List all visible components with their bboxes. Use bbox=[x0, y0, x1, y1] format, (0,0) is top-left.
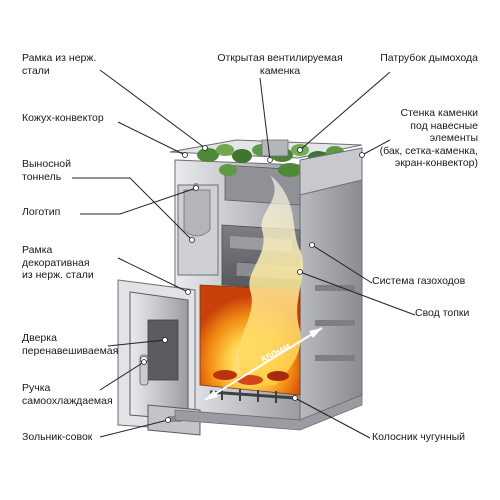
leader-casing bbox=[117, 121, 186, 156]
leader-open-heater bbox=[259, 77, 271, 161]
label-firebox-vault: Свод топки bbox=[415, 307, 470, 319]
side-slots bbox=[315, 285, 355, 361]
leader-chimney bbox=[299, 71, 391, 151]
leader-gas bbox=[311, 244, 373, 284]
door-window bbox=[147, 319, 179, 381]
label-remote-tunnel: Выносной тоннель bbox=[22, 158, 71, 183]
label-handle: Ручка самоохлаждаемая bbox=[22, 382, 113, 407]
embers bbox=[213, 370, 289, 385]
leader-tunnel bbox=[72, 177, 193, 241]
leader-handle bbox=[99, 361, 145, 391]
label-door: Дверка перенавешиваемая bbox=[22, 332, 119, 357]
label-logo: Логотип bbox=[22, 206, 61, 218]
leader-door bbox=[107, 339, 166, 347]
label-open-heater: Открытая вентилируемая каменка bbox=[217, 52, 343, 77]
leader-heater-wall bbox=[361, 139, 391, 156]
stove-body bbox=[117, 139, 363, 436]
leader-frame-steel bbox=[99, 69, 206, 149]
leader-logo bbox=[80, 187, 197, 215]
label-decor-frame: Рамка декоративная из нерж. стали bbox=[22, 244, 94, 281]
label-casing-convector: Кожух-конвектор bbox=[22, 112, 104, 124]
leader-vault bbox=[299, 271, 416, 316]
dimension-arrow bbox=[204, 327, 323, 401]
leader-ash bbox=[99, 419, 169, 438]
chimney-pipe bbox=[261, 139, 289, 157]
leader-dots bbox=[141, 145, 365, 423]
label-ash-box: Зольник-совок bbox=[22, 431, 93, 443]
label-frame-steel: Рамка из нерж. стали bbox=[22, 52, 97, 77]
flame-column bbox=[238, 175, 303, 385]
leader-grate bbox=[294, 397, 371, 439]
logo-plate bbox=[183, 189, 211, 237]
label-grate: Колосник чугунный bbox=[372, 431, 466, 443]
heater-wall bbox=[299, 147, 363, 196]
stove-base bbox=[174, 394, 363, 431]
label-heater-wall: Стенка каменки под навесные элементы (ба… bbox=[379, 107, 478, 169]
label-gas-system: Система газоходов bbox=[372, 275, 466, 287]
leader-lines bbox=[72, 69, 416, 439]
leader-decor-frame bbox=[117, 257, 189, 293]
label-chimney-pipe: Патрубок дымохода bbox=[380, 52, 478, 64]
